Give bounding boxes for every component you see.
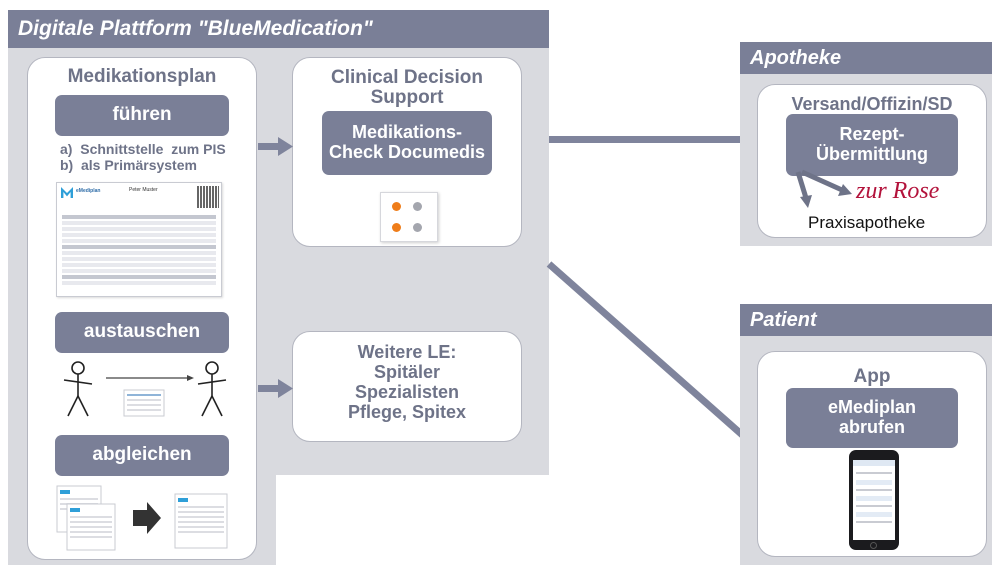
apotheke-subtitle: Versand/Offizin/SD [791, 94, 953, 114]
line-a: a) Schnittstelle zum PIS [60, 141, 226, 157]
warning-icon [392, 202, 401, 211]
weitere-le-text: Weitere LE: Spitäler Spezialisten Pflege… [347, 342, 467, 422]
reconcile-illustration [56, 485, 228, 551]
austauschen-button[interactable]: austauschen [55, 312, 229, 353]
medikations-check-button[interactable]: Medikations-Check Documedis [322, 111, 492, 175]
home-button-icon [870, 542, 877, 549]
doc-brand: eMediplan [76, 188, 101, 194]
medication-plan-document: eMediplan Peter Muster [56, 182, 222, 297]
apotheke-title: Apotheke [750, 46, 842, 69]
cds-title: Clinical Decision Support [330, 67, 484, 108]
medikationsplan-card [27, 57, 257, 560]
arrow-right-icon [133, 502, 161, 534]
question-icon [413, 223, 422, 232]
phone-screen [853, 460, 895, 540]
platform-header: Digitale Plattform "BlueMedication" [8, 10, 549, 48]
person-right-icon [197, 361, 227, 417]
person-left-icon [63, 361, 93, 417]
qr-code [197, 186, 219, 208]
patient-header: Patient [740, 304, 992, 336]
fuehren-button[interactable]: führen [55, 95, 229, 136]
platform-title: Digitale Plattform "BlueMedication" [18, 17, 373, 40]
rezept-uebermittlung-button[interactable]: Rezept-Übermittlung [786, 114, 958, 176]
line-b: b) als Primärsystem [60, 157, 197, 173]
medikationsplan-title: Medikationsplan [67, 66, 217, 87]
patient-title: Patient [750, 308, 817, 331]
emediplan-abrufen-button[interactable]: eMediplan abrufen [786, 388, 958, 448]
check-result-card [380, 192, 438, 242]
apotheke-header: Apotheke [740, 42, 992, 74]
exchange-illustration [63, 361, 227, 417]
praxisapotheke-label: Praxisapotheke [808, 213, 926, 232]
warning-icon [392, 223, 401, 232]
weitere-le-card [292, 331, 522, 442]
abgleichen-button[interactable]: abgleichen [55, 435, 229, 476]
app-title: App [853, 366, 891, 387]
question-icon [413, 202, 422, 211]
rezept-arrows [795, 169, 852, 208]
zur-rose-logo: zur Rose [856, 178, 940, 204]
smartphone [849, 450, 899, 550]
doc-patient-name: Peter Muster [129, 187, 158, 193]
doc-table [59, 213, 219, 295]
